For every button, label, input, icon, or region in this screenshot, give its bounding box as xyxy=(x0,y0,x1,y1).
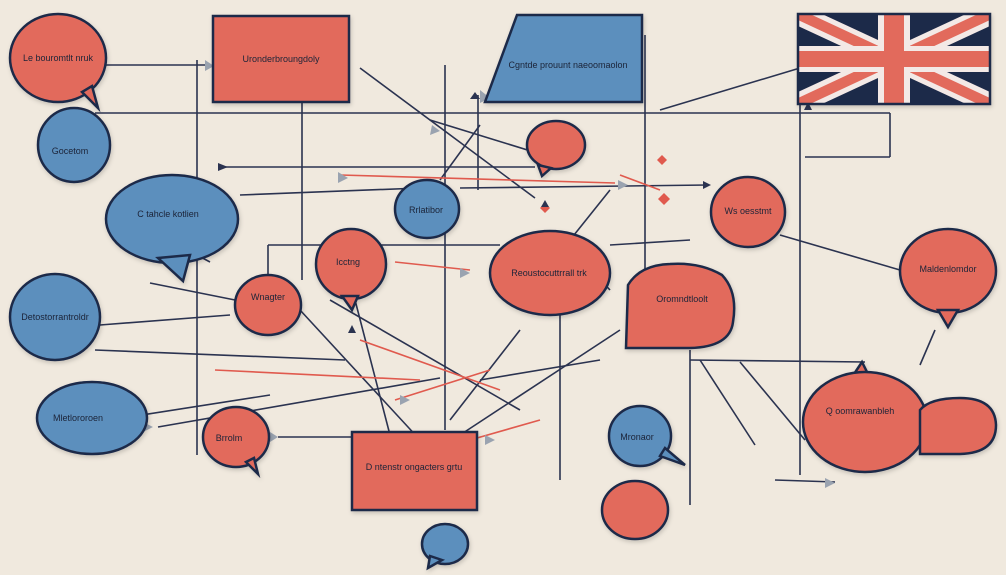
node-n3-label: Cgntde prouunt naeoomaolon xyxy=(508,60,627,70)
node-n5-label: C tahcle kotlien xyxy=(137,209,199,219)
node-n11: Reoustocuttrrall trk xyxy=(488,229,612,317)
node-n14-label: Mletlororoen xyxy=(53,413,103,423)
node-n9-label: Wnagter xyxy=(251,292,285,302)
node-n8: Ws oesstmt xyxy=(709,175,787,249)
node-n16: Brrolm xyxy=(201,405,271,479)
node-n15-label: Brrolm xyxy=(216,433,243,443)
accent-lines xyxy=(214,174,661,441)
node-n7 xyxy=(525,119,587,179)
node-n2-label: Uronderbroungdoly xyxy=(242,54,320,64)
union-jack-icon xyxy=(796,12,992,106)
node-n15: Mletlororoen xyxy=(35,380,149,456)
node-n3: Cgntde prouunt naeoomaolon xyxy=(483,13,644,104)
node-n4-label: Gocetom xyxy=(52,146,89,156)
node-n13-label: Detostorrantroldr xyxy=(21,312,89,322)
node-n18-label: Q oomrawanbleh xyxy=(826,406,895,416)
node-n14: Detostorrantroldr xyxy=(8,272,102,362)
node-n9: Icctng xyxy=(314,227,388,313)
node-n13: Maldenlomdor xyxy=(898,227,998,330)
node-n17: D ntenstr ongacters grtu xyxy=(350,430,479,512)
node-n5: C tahcle kotlien xyxy=(104,173,240,284)
node-n2: Uronderbroungdoly xyxy=(211,14,351,104)
node-n21 xyxy=(420,522,470,571)
node-n12: Oromndtloolt xyxy=(624,262,736,350)
node-n6-label: Rrlatibor xyxy=(409,205,443,215)
node-n10: Wnagter xyxy=(233,273,303,337)
node-n1: Le bouromtlt nruk xyxy=(8,12,108,113)
node-n6: Rrlatibor xyxy=(393,178,461,240)
node-n8-label: Icctng xyxy=(336,257,360,267)
node-n19: Q oomrawanbleh xyxy=(801,359,998,474)
node-n16-label: D ntenstr ongacters grtu xyxy=(366,462,463,472)
node-n17-label: Mronaor xyxy=(620,432,654,442)
node-n11-label: Oromndtloolt xyxy=(656,294,708,304)
arrow-dots xyxy=(218,92,812,333)
node-n4: Gocetom xyxy=(36,106,112,184)
node-n18: Mronaor xyxy=(607,404,686,468)
node-n20 xyxy=(600,479,670,541)
node-n12-label: Maldenlomdor xyxy=(919,264,976,274)
node-n10-label: Reoustocuttrrall trk xyxy=(511,268,587,278)
node-n7-label: Ws oesstmt xyxy=(724,206,772,216)
node-n1-label: Le bouromtlt nruk xyxy=(23,53,94,63)
